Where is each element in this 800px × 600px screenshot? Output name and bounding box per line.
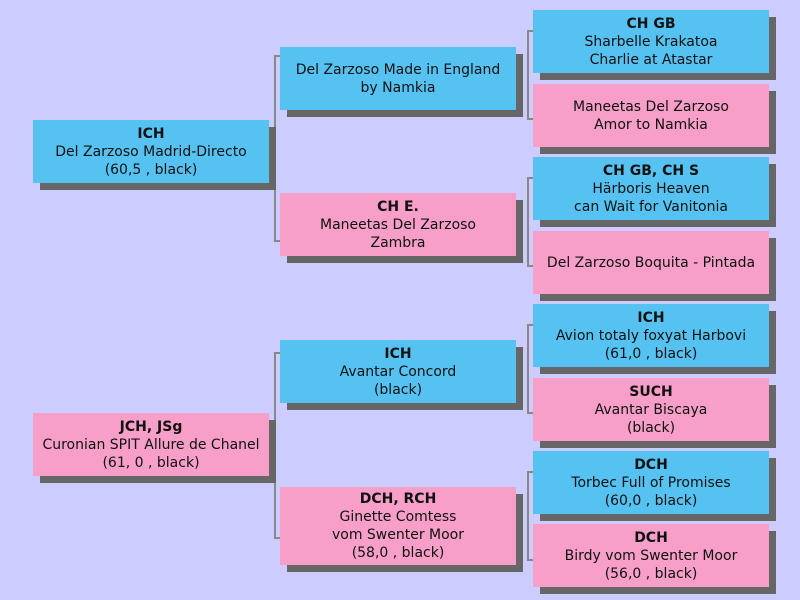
box-line: Del Zarzoso Boquita - Pintada bbox=[546, 254, 756, 271]
pedigree-box-ds-dam: SUCH Avantar Biscaya (black) bbox=[533, 378, 769, 441]
box-title: CH E. bbox=[377, 198, 419, 215]
box-line: vom Swenter Moor bbox=[331, 527, 465, 543]
box-line: Avion totaly foxyat Harbovi bbox=[555, 327, 747, 344]
connector-gen3-1 bbox=[274, 55, 282, 242]
box-title: DCH, RCH bbox=[359, 491, 437, 507]
pedigree-box-sd-sire: CH GB, CH S Härboris Heaven can Wait for… bbox=[533, 157, 769, 220]
pedigree-box-sire: ICH Del Zarzoso Madrid-Directo (60,5 , b… bbox=[33, 120, 269, 183]
connector-gen4-2 bbox=[527, 177, 535, 267]
box-title: ICH bbox=[637, 309, 665, 326]
box-line: Torbec Full of Promises bbox=[571, 474, 731, 491]
box-line: (61,0 , black) bbox=[604, 345, 698, 362]
box-title: CH GB, CH S bbox=[602, 162, 700, 179]
connector-gen4-3 bbox=[527, 324, 535, 414]
box-title: DCH bbox=[634, 529, 668, 546]
connector-gen3-2 bbox=[274, 352, 282, 539]
box-title: SUCH bbox=[629, 383, 673, 400]
box-line: Charlie at Atastar bbox=[589, 51, 713, 68]
pedigree-box-dam: JCH, JSg Curonian SPIT Allure de Chanel … bbox=[33, 413, 269, 476]
box-title: ICH bbox=[384, 345, 412, 362]
pedigree-box-sire-dam: CH E. Maneetas Del Zarzoso Zambra bbox=[280, 193, 516, 256]
box-line: Avantar Biscaya bbox=[594, 401, 708, 418]
box-line: Avantar Concord bbox=[339, 363, 457, 380]
box-line: Maneetas Del Zarzoso bbox=[572, 98, 729, 115]
connector-gen4-1 bbox=[527, 30, 535, 120]
pedigree-box-ss-dam: Maneetas Del Zarzoso Amor to Namkia bbox=[533, 84, 769, 147]
pedigree-box-sire-sire: Del Zarzoso Made in England by Namkia bbox=[280, 47, 516, 110]
pedigree-box-sd-dam: Del Zarzoso Boquita - Pintada bbox=[533, 231, 769, 294]
box-title: CH GB bbox=[626, 15, 676, 32]
box-line: (60,0 , black) bbox=[604, 492, 698, 509]
box-line: Del Zarzoso Madrid-Directo bbox=[55, 143, 247, 160]
pedigree-box-ds-sire: ICH Avion totaly foxyat Harbovi (61,0 , … bbox=[533, 304, 769, 367]
box-line: (black) bbox=[373, 381, 423, 398]
pedigree-box-ss-sire: CH GB Sharbelle Krakatoa Charlie at Atas… bbox=[533, 10, 769, 73]
box-line: (56,0 , black) bbox=[604, 565, 698, 582]
box-line: by Namkia bbox=[360, 79, 436, 96]
pedigree-box-dam-sire: ICH Avantar Concord (black) bbox=[280, 340, 516, 403]
box-line: Härboris Heaven bbox=[592, 180, 710, 197]
box-line: Maneetas Del Zarzoso bbox=[319, 216, 476, 233]
box-line: Ginette Comtess bbox=[339, 509, 457, 525]
pedigree-box-dd-dam: DCH Birdy vom Swenter Moor (56,0 , black… bbox=[533, 524, 769, 587]
box-line: Amor to Namkia bbox=[594, 116, 708, 133]
box-line: (61, 0 , black) bbox=[102, 454, 200, 471]
box-title: ICH bbox=[137, 125, 165, 142]
box-line: Sharbelle Krakatoa bbox=[584, 33, 718, 50]
box-line: Birdy vom Swenter Moor bbox=[564, 547, 738, 564]
box-line: can Wait for Vanitonia bbox=[574, 198, 728, 215]
box-line: (58,0 , black) bbox=[351, 545, 445, 561]
pedigree-box-dam-dam: DCH, RCH Ginette Comtess vom Swenter Moo… bbox=[280, 487, 516, 565]
box-title: DCH bbox=[634, 456, 668, 473]
box-line: (black) bbox=[626, 419, 676, 436]
box-line: (60,5 , black) bbox=[104, 161, 198, 178]
box-title: JCH, JSg bbox=[119, 418, 183, 435]
box-line: Del Zarzoso Made in England bbox=[295, 61, 501, 78]
box-line: Curonian SPIT Allure de Chanel bbox=[42, 436, 260, 453]
connector-gen4-4 bbox=[527, 471, 535, 561]
pedigree-box-dd-sire: DCH Torbec Full of Promises (60,0 , blac… bbox=[533, 451, 769, 514]
box-line: Zambra bbox=[370, 234, 426, 251]
